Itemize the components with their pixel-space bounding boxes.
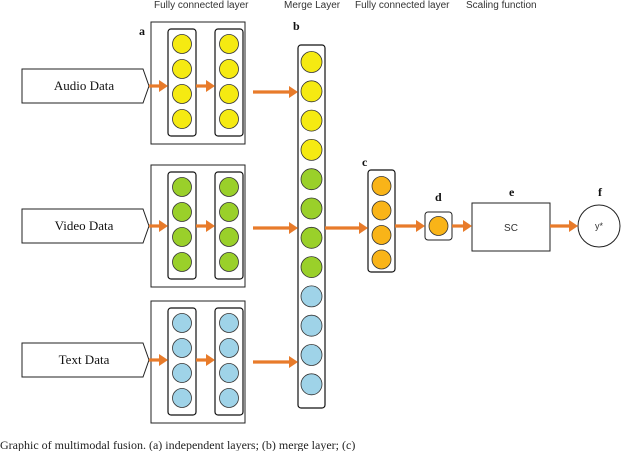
sc-label: SC [504, 223, 518, 234]
audio-data-input: Audio Data [21, 68, 150, 104]
arrow-audio-mid [196, 80, 215, 92]
merge-node-9 [300, 285, 323, 308]
arrow-audio-merge [253, 86, 298, 98]
merge-node-10 [300, 314, 323, 337]
fc2-node-4 [371, 249, 392, 270]
arrow-video-merge [253, 222, 298, 234]
merge-node-8 [300, 256, 323, 279]
audio-col1-node-4 [172, 109, 192, 129]
merge-node-12 [300, 373, 323, 396]
merge-node-11 [300, 344, 323, 366]
fc2-column [367, 169, 396, 273]
video-data-input: Video Data [21, 208, 150, 244]
arrow-sc-y [550, 220, 578, 232]
arrow-audio-in [149, 80, 168, 92]
text-col2-node-3 [219, 363, 239, 383]
text-fc-column-2 [214, 307, 244, 416]
audio-col1-node-3 [172, 84, 192, 104]
merge-node-4 [300, 138, 323, 161]
audio-col2-node-2 [219, 59, 239, 79]
output-neuron [428, 216, 449, 236]
video-col2-node-1 [219, 177, 239, 197]
arrow-output-sc [452, 220, 472, 232]
audio-col2-node-4 [219, 109, 239, 129]
merge-node-1 [300, 51, 323, 73]
stage-label-a: a [139, 24, 145, 38]
output-label: y* [595, 221, 604, 231]
audio-col2-node-3 [219, 84, 239, 104]
fc2-node-3 [371, 225, 392, 245]
arrow-text-merge [253, 356, 298, 368]
fc2-node-1 [371, 176, 392, 196]
header-fully-connected-layer-2: Fully connected layer [355, 0, 450, 11]
arrow-text-mid [196, 354, 215, 366]
video-col2-node-4 [219, 252, 239, 272]
stage-label-f: f [598, 185, 603, 199]
fc2-node-2 [371, 200, 392, 221]
audio-col2-node-1 [219, 34, 239, 54]
arrow-video-in [149, 220, 168, 232]
text-data-input: Text Data [21, 342, 150, 378]
merge-node-5 [300, 168, 323, 191]
header-fully-connected-layer-1: Fully connected layer [154, 0, 249, 11]
text-col1-node-2 [172, 338, 192, 358]
text-col1-node-1 [172, 313, 192, 333]
stage-label-c: c [362, 155, 368, 169]
figure-caption: Graphic of multimodal fusion. (a) indepe… [0, 438, 355, 451]
video-fc-column-2 [214, 171, 244, 280]
audio-col1-node-2 [172, 59, 192, 79]
video-col2-node-2 [219, 202, 239, 222]
audio-fc-column-1 [167, 28, 197, 137]
stage-label-b: b [293, 19, 300, 33]
text-col2-node-2 [219, 338, 239, 358]
merge-node-2 [300, 80, 323, 103]
flow-arrows [149, 80, 578, 368]
header-scaling-function: Scaling function [466, 0, 537, 11]
stage-label-d: d [435, 190, 442, 204]
text-col2-node-1 [219, 313, 239, 333]
text-col1-node-3 [172, 363, 192, 383]
video-col1-node-4 [172, 252, 192, 272]
text-data-label: Text Data [59, 352, 110, 367]
video-data-label: Video Data [55, 218, 114, 233]
scaling-function-box [471, 202, 551, 252]
merge-node-7 [300, 226, 323, 249]
stage-label-e: e [509, 185, 515, 199]
video-col2-node-3 [219, 227, 239, 247]
merge-node-6 [300, 197, 323, 220]
merge-node-3 [300, 109, 323, 132]
arrow-text-in [149, 354, 168, 366]
audio-fc-column-2 [214, 28, 244, 137]
text-col2-node-4 [219, 388, 239, 408]
audio-col1-node-1 [172, 34, 192, 54]
neuron-nodes [172, 34, 449, 408]
arrow-video-mid [196, 220, 215, 232]
text-col1-node-4 [172, 388, 192, 408]
arrow-fc2-output [395, 220, 425, 232]
video-col1-node-1 [172, 177, 192, 197]
header-merge-layer: Merge Layer [284, 0, 341, 11]
audio-data-label: Audio Data [54, 78, 115, 93]
arrow-merge-fc2 [325, 222, 368, 234]
video-col1-node-3 [172, 227, 192, 247]
video-col1-node-2 [172, 202, 192, 222]
